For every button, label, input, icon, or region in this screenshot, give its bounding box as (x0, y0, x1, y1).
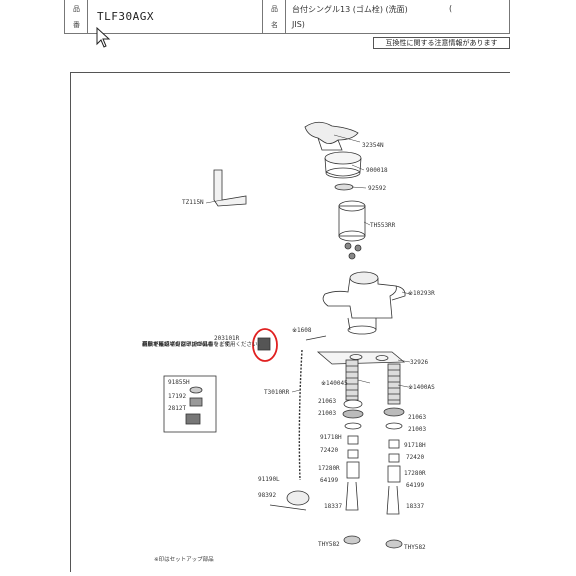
note-line: 現状キャップの刻印(M26)の (142, 342, 214, 348)
part-label-1400AS: ※1400AS (408, 384, 435, 391)
part-label-72420-left: 72420 (320, 447, 339, 454)
part-label-140045: ※140045 (321, 380, 348, 387)
part-label-18337-left: 18337 (324, 503, 343, 510)
part-label-21003-right: 21003 (408, 426, 427, 433)
part-no-label-1: 品 (73, 5, 80, 13)
part-label-17192: 17192 (168, 393, 187, 400)
product-name-paren: ( (449, 4, 453, 13)
name-label-1: 品 (271, 5, 278, 13)
mounting-plate-drawing (316, 351, 406, 365)
product-name-line2: JIS) (292, 20, 305, 29)
part-label-64199-left: 64199 (320, 477, 339, 484)
part-label-18337-right: 18337 (406, 503, 425, 510)
part-label-92592: 92592 (368, 185, 387, 192)
part-label-TH553RR: TH553RR (370, 222, 396, 229)
part-label-THY582-right: THY582 (404, 544, 426, 551)
part-label-2812T: 2812T (168, 405, 187, 412)
part-label-91190L: 91190L (258, 476, 280, 483)
model-number-cell (87, 0, 262, 34)
name-label-cell: 品 名 (262, 0, 285, 34)
diagram-frame (70, 72, 510, 572)
part-label-900018: 900018 (366, 167, 388, 174)
part-label-17280R-left: 17280R (318, 465, 340, 472)
part-label-64199-right: 64199 (406, 482, 425, 489)
part-label-10293R: ※10293R (408, 290, 435, 297)
part-label-THY582-left: THY582 (318, 541, 340, 548)
part-label-1608: ※1608 (292, 327, 312, 334)
faucet-body-drawing (322, 271, 406, 335)
note-line: 有無を確認ください。 (142, 342, 198, 348)
part-label-91718H-left: 91718H (320, 434, 342, 441)
inset-parts-drawing (185, 386, 203, 425)
part-label-72420-right: 72420 (406, 454, 425, 461)
leader-lines (205, 134, 411, 393)
part-label-TZ115N: TZ115N (182, 199, 204, 206)
part-label-91718H-right: 91718H (404, 442, 426, 449)
part-no-label-2: 番 (73, 21, 80, 29)
part-label-32926: 32926 (410, 359, 429, 366)
part-label-21003-left: 21003 (318, 410, 337, 417)
header-table: 品 番 TLF30AGX 品 名 台付シングル13 (ゴム栓) (洗面) ( J… (0, 0, 576, 34)
drain-chain-drawing (269, 335, 327, 511)
part-label-21063-left: 21063 (318, 398, 337, 405)
note-line: 刻印が無い場合は下記の品番をご使用ください。 (142, 342, 264, 348)
part-label-98392: 98392 (258, 492, 277, 499)
name-label-2: 名 (271, 21, 278, 29)
circled-cap-drawing (257, 337, 271, 351)
part-label-32354N: 32354N (362, 142, 384, 149)
part-label-T3010RR: T3010RR (264, 389, 290, 396)
part-label-91855H: 91855H (168, 379, 190, 386)
cap-drawing (324, 151, 362, 179)
ring-drawing (334, 183, 354, 191)
lift-rod-drawing (213, 169, 247, 207)
hose-left-drawing (342, 359, 364, 545)
inset-box (163, 375, 217, 433)
part-label-203101R: 203101R (214, 335, 240, 342)
part-no-label-cell: 品 番 (64, 0, 87, 34)
part-label-21063-right: 21063 (408, 414, 427, 421)
part-label-17280R-right: 17280R (404, 470, 426, 477)
product-name-cell: 台付シングル13 (ゴム栓) (洗面) ( JIS) (285, 0, 510, 34)
compat-notice[interactable]: 互換性に関する注意情報があります (373, 37, 510, 49)
footer-note: ※印はセットアップ部品 (154, 557, 214, 563)
cartridge-drawing (338, 200, 366, 260)
lever-handle-drawing (304, 121, 359, 151)
hose-right-drawing (383, 363, 405, 549)
model-number: TLF30AGX (97, 10, 154, 23)
highlight-circle (252, 328, 278, 362)
note-line: 新旧で接続ネジサイズが異なります。 (142, 342, 235, 348)
product-name-line1: 台付シングル13 (ゴム栓) (洗面) (292, 5, 408, 14)
